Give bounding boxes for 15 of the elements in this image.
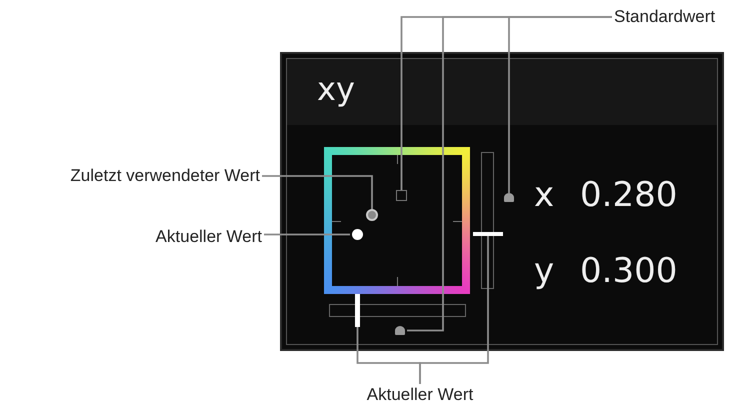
default-marker (395, 326, 405, 335)
value-readout: 0.300 (580, 250, 678, 292)
axis-label: y (534, 250, 554, 292)
display-panel (280, 52, 724, 351)
leader-line (419, 236, 489, 384)
value-readout: 0.280 (580, 174, 678, 216)
panel-title: xy (317, 69, 355, 109)
axis-label: x (534, 174, 554, 216)
default-marker (396, 190, 407, 201)
slider-thumb (355, 294, 360, 327)
default-marker (504, 193, 514, 202)
leader-line (508, 16, 612, 193)
leader-line (262, 175, 373, 209)
slider-thumb (473, 232, 503, 236)
leader-line (264, 234, 350, 236)
